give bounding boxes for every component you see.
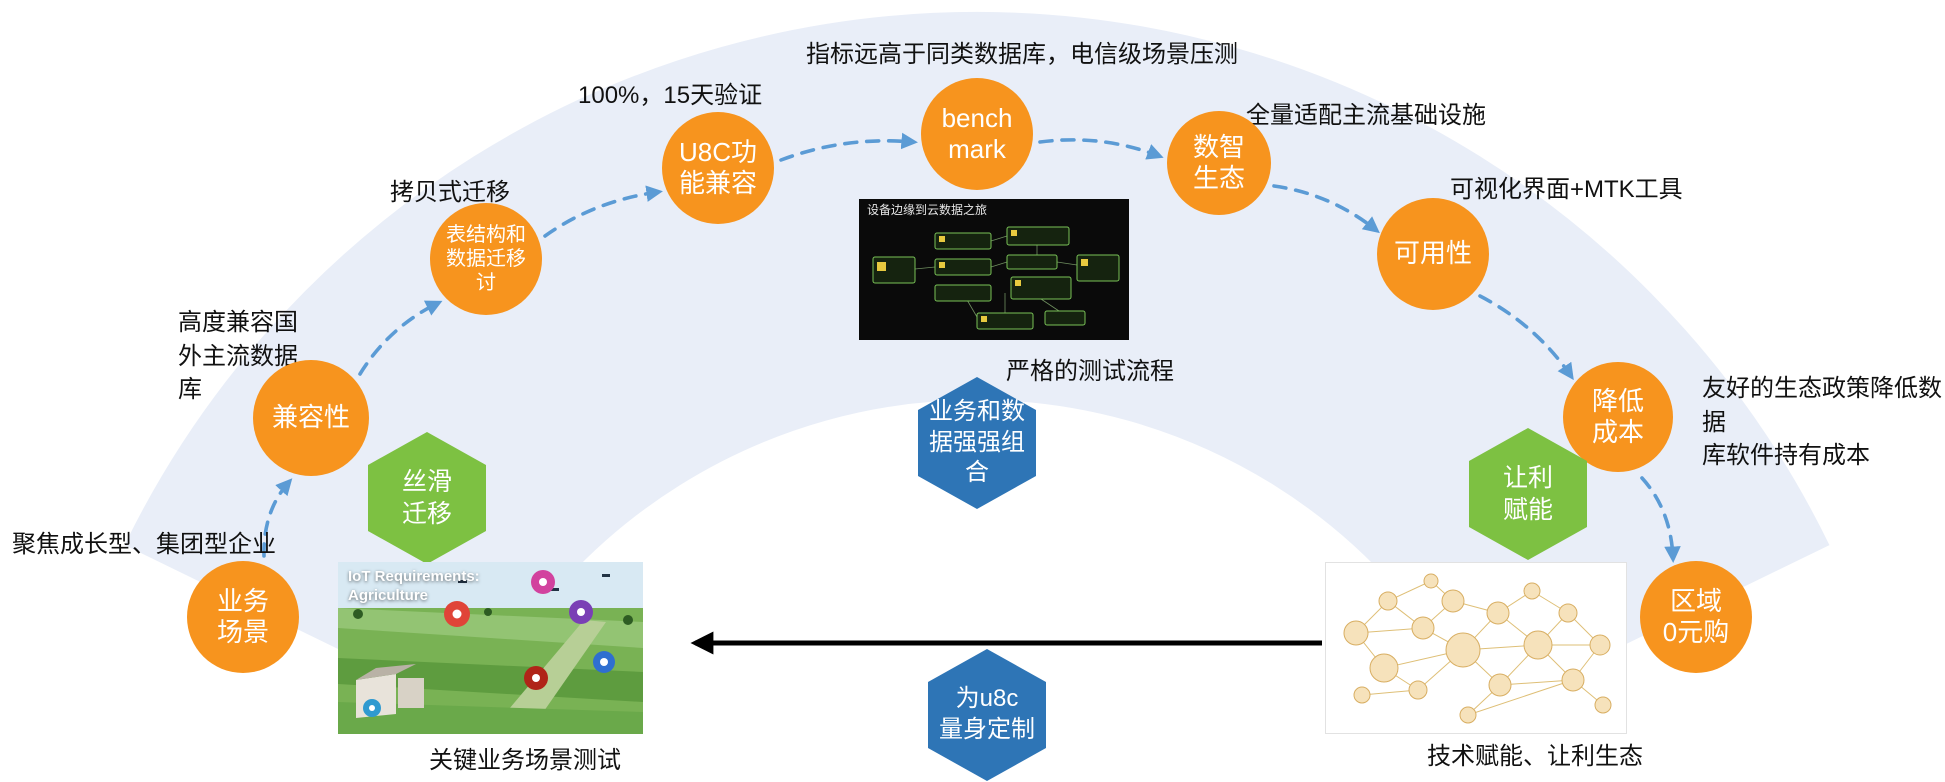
test-flow-graphic [859, 199, 1129, 340]
hexagon-label: 丝滑 迁移 [401, 468, 452, 528]
step-label: U8C功 能兼容 [678, 136, 757, 198]
hexagon-label: 为u8c 量身定制 [939, 685, 1035, 743]
arrow-step-7-8 [1478, 294, 1574, 381]
note-infrastructure: 全量适配主流基础设施 [1246, 102, 1486, 129]
hexagon-business-data-combo: 业务和数 据强强组 合 [918, 377, 1036, 509]
note-focus-enterprises: 聚焦成长型、集团型企业 [12, 531, 276, 558]
ecosystem-graphic [1343, 573, 1612, 724]
note-copy-migration: 拷贝式迁移 [390, 179, 510, 206]
arrow-step-3-4 [543, 185, 663, 238]
step-cost-reduction: 降低 成本 [1563, 362, 1673, 472]
test-flow-title: 设备边缘到云数据之旅 [867, 203, 988, 217]
caption-iot-scene: 关键业务场景测试 [429, 747, 621, 774]
step-label: 可用性 [1393, 238, 1472, 269]
note-eco-policy: 友好的生态政策降低数据 库软件持有成本 [1702, 375, 1942, 470]
step-label: 业务 场景 [216, 585, 269, 647]
step-digital-ecosystem: 数智 生态 [1167, 111, 1271, 215]
figure-iot-scene: IoT Requirements: Agriculture [338, 562, 643, 734]
step-label: 降低 成本 [1591, 385, 1644, 447]
arrow-step-6-7 [1272, 184, 1380, 234]
step-benchmark: bench mark [921, 78, 1033, 190]
note-compatibility: 高度兼容国 外主流数据 库 [178, 309, 298, 404]
arrow-step-8-9 [1640, 476, 1681, 563]
arrow-step-4-5 [779, 132, 918, 162]
step-zero-cost-region: 区域 0元购 [1640, 561, 1752, 673]
step-label: 表结构和 数据迁移 讨 [446, 224, 526, 294]
step-u8c-function: U8C功 能兼容 [662, 112, 774, 224]
step-business-scene: 业务 场景 [187, 561, 299, 673]
figure-ecosystem [1325, 562, 1627, 734]
caption-ecosystem: 技术赋能、让利生态 [1427, 743, 1643, 770]
note-benchmark: 指标远高于同类数据库，电信级场景压测 [806, 41, 1238, 68]
note-visual-tools: 可视化界面+MTK工具 [1450, 176, 1683, 203]
caption-test-flow: 严格的测试流程 [1006, 358, 1174, 385]
arrow-step-5-6 [1038, 138, 1164, 160]
iot-scene-title: IoT Requirements: Agriculture [348, 568, 480, 604]
note-verification: 100%，15天验证 [578, 82, 763, 109]
arrow-step-1-2 [262, 478, 293, 558]
step-compatibility: 兼容性 [253, 360, 369, 476]
step-label: bench mark [941, 102, 1013, 164]
hexagon-label: 让利 赋能 [1502, 464, 1553, 524]
step-label: 区域 0元购 [1662, 585, 1730, 647]
figure-test-flow: 设备边缘到云数据之旅 [859, 199, 1129, 340]
hexagon-label: 业务和数 据强强组 合 [929, 397, 1025, 487]
iot-scene-graphic [338, 562, 643, 734]
step-table-migration: 表结构和 数据迁移 讨 [430, 203, 542, 315]
arrow-step-2-3 [358, 300, 443, 376]
step-label: 数智 生态 [1192, 131, 1245, 193]
step-usability: 可用性 [1377, 198, 1489, 310]
step-label: 兼容性 [271, 402, 350, 433]
